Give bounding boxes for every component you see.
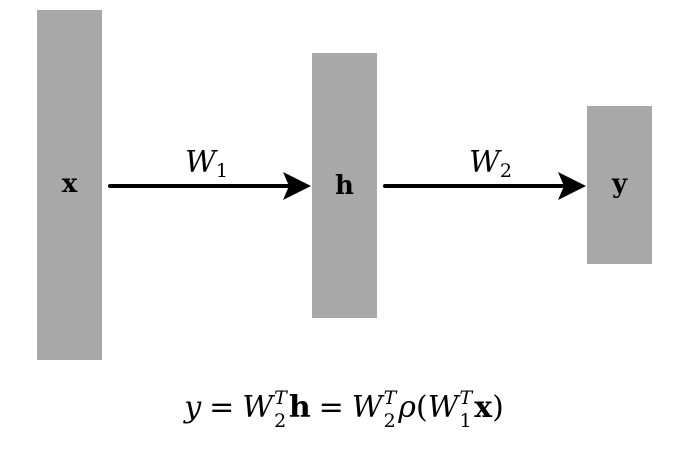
equation-w2b-transpose: T <box>383 387 397 409</box>
weight-2-index: 2 <box>499 160 512 182</box>
equation-w2-transpose: T <box>274 387 287 409</box>
equation-close-paren: ) <box>492 390 504 425</box>
input-layer-block <box>37 10 102 360</box>
equation-w1-symbol: W <box>427 390 459 425</box>
equation-equals-2: = <box>318 390 344 425</box>
equation-activation: ρ <box>398 390 416 425</box>
hidden-layer-label: h <box>335 171 354 201</box>
weight-2-symbol: W <box>469 145 500 180</box>
output-layer-block <box>587 106 652 264</box>
equation-h-vector: h <box>288 390 311 425</box>
equation-w2b-symbol: W <box>351 390 383 425</box>
input-layer-label: x <box>61 169 78 199</box>
weight-1-index: 1 <box>215 160 228 182</box>
output-layer-label: y <box>611 169 628 199</box>
hidden-layer-block <box>312 53 377 318</box>
equation-w2-symbol: W <box>242 390 274 425</box>
equation-w2b-index: 2 <box>383 410 396 432</box>
equation-w1-transpose: T <box>459 387 473 409</box>
equation-w1-index: 1 <box>459 410 472 432</box>
equation-lhs: y <box>184 390 202 425</box>
weight-label-1: W1 <box>185 146 228 188</box>
equation-x-vector: x <box>474 390 493 425</box>
equation-open-paren: ( <box>415 390 428 425</box>
weight-label-2: W2 <box>469 146 512 188</box>
weight-1-symbol: W <box>185 145 216 180</box>
equation-w2-index: 2 <box>274 410 287 432</box>
equation-equals-1: = <box>209 390 235 425</box>
